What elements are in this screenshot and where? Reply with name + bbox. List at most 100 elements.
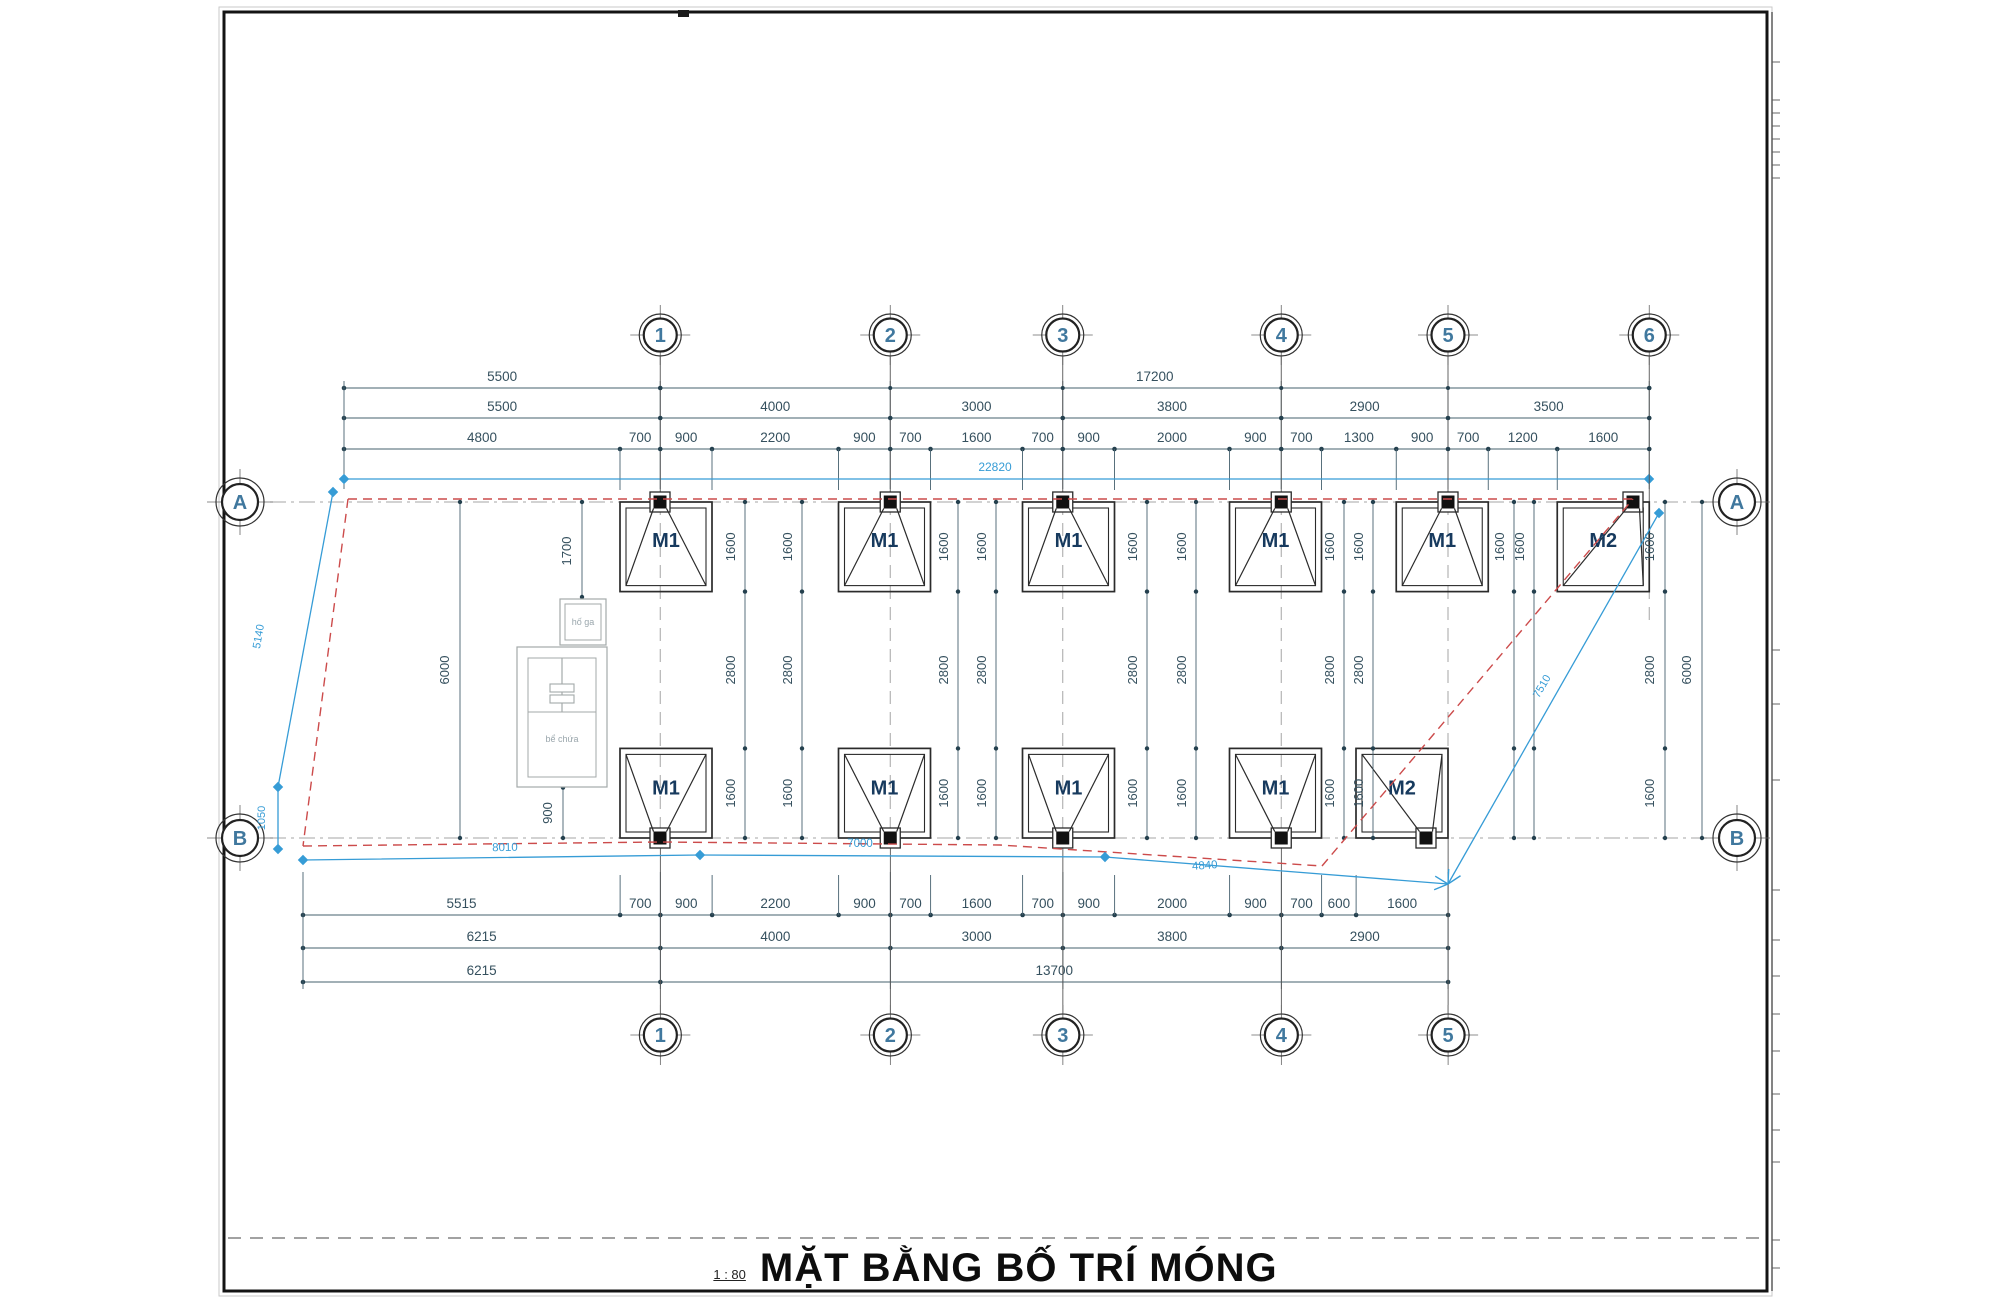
arrowhead [1434,875,1449,885]
dim-node [742,589,748,594]
footing-outline [1556,501,1651,593]
bottom-dim-bay-label: 3000 [962,929,992,944]
survey-marker [694,849,706,861]
dim-node [1193,499,1199,505]
dim-node [457,835,463,841]
footing-slope [843,508,885,586]
bottom-dim-bay-label: 6215 [467,929,497,944]
top-dim-bay-label: 3500 [1534,399,1564,414]
top-dim-bay-label: 4000 [760,399,790,414]
survey-left-line [277,491,334,788]
bay-dim-label: 1600 [936,779,951,808]
right-chain-label: 1600 [1642,532,1657,561]
dim-node [1446,447,1450,451]
top-dim-fine-label: 900 [853,430,876,445]
footing-label: M2 [1388,777,1416,799]
bay-dim-label: 2800 [780,656,795,685]
grid-bubble [220,818,260,858]
grid-bubble-label: A [1730,492,1744,514]
dim-node [658,447,663,451]
dim-node [1279,386,1284,390]
grid-bubble [1045,1017,1081,1053]
footing-label: M1 [871,530,899,552]
column-square [1056,495,1070,509]
arrowhead [1447,875,1461,885]
column-square [1441,495,1455,509]
survey-top-label: 22820 [978,460,1012,474]
top-dim-fine-label: 2000 [1157,430,1187,445]
bay-dim-label: 1600 [974,532,989,561]
dim-node [1144,835,1150,841]
grid-bubble-outer [1426,1013,1470,1057]
top-dim-fine-label: 700 [1031,430,1054,445]
grid-bubble [1263,317,1299,353]
top-dim-bay-label: 2900 [1350,399,1380,414]
dim-node [1662,746,1668,751]
dim-node [579,499,585,505]
top-dim-fine-label: 700 [899,430,922,445]
grid-bubble [1717,818,1757,858]
footing-label: M1 [1262,777,1290,799]
dim-node [955,589,961,594]
grid-bubble [1263,1017,1299,1053]
bottom-dim-fine-label: 600 [1328,896,1351,911]
dim-node [1060,386,1065,390]
bay-dim-label: 2800 [936,656,951,685]
bottom-dim-fine-label: 900 [853,896,876,911]
footing-slope [1431,754,1443,832]
sheet-border [222,10,1769,1293]
bottom-dim-fine-label: 900 [1244,896,1267,911]
column-square [1056,831,1070,845]
top-dim-bay-label: 3000 [961,399,991,414]
dim-node [993,499,999,505]
boundary-bottom [302,841,1323,867]
footing-slope [1638,508,1644,586]
bay-dim-label: 1600 [1351,532,1366,561]
column-square [1274,495,1288,509]
column-square [1274,831,1288,845]
dim-node [955,746,961,751]
bottom-dim-fine-label: 1600 [1387,896,1417,911]
grid-bubble [220,482,260,522]
top-dim-fine-label: 1600 [961,430,991,445]
dim-node [742,835,748,841]
footing-label: M1 [1055,530,1083,552]
bay-dim-label: 1600 [1125,779,1140,808]
bay-dim-label: 2800 [1174,656,1189,685]
dim-node [1699,835,1705,841]
dim-node [1060,447,1065,451]
dim-node [1341,499,1347,505]
dim-node [799,499,805,505]
footing-slope [896,508,926,586]
dim-node [1370,835,1376,841]
footing-slope [1027,508,1057,586]
survey-marker [338,473,350,485]
footing-inner [1562,507,1644,587]
top-dim-overall-label: 5500 [487,369,517,384]
dim-node [1370,589,1376,594]
footing-slope [625,508,655,586]
dim-node [1531,589,1537,594]
bay-dim-label: 1600 [1492,532,1507,561]
dim-node [1370,499,1376,505]
pit-label: hố ga [572,617,595,627]
dim-node [1662,835,1668,841]
top-dim-fine-label: 900 [675,430,698,445]
right-chain-label: 1600 [1642,779,1657,808]
dim-node [1341,589,1347,594]
bottom-dim-fine-label: 700 [629,896,652,911]
grid-bubble-label: 5 [1443,1025,1454,1047]
footing-slope [843,754,885,832]
dim-node [1647,447,1652,451]
grid-bubble [1045,317,1081,353]
dim-node [993,746,999,751]
dim-node [1144,589,1150,594]
dim-node [799,835,805,841]
dim-node [742,746,748,751]
dim-node [1144,499,1150,505]
survey-marker [297,854,309,866]
footing-outline [1355,747,1449,839]
grid-bubble [642,1017,678,1053]
dim-node [1341,746,1347,751]
